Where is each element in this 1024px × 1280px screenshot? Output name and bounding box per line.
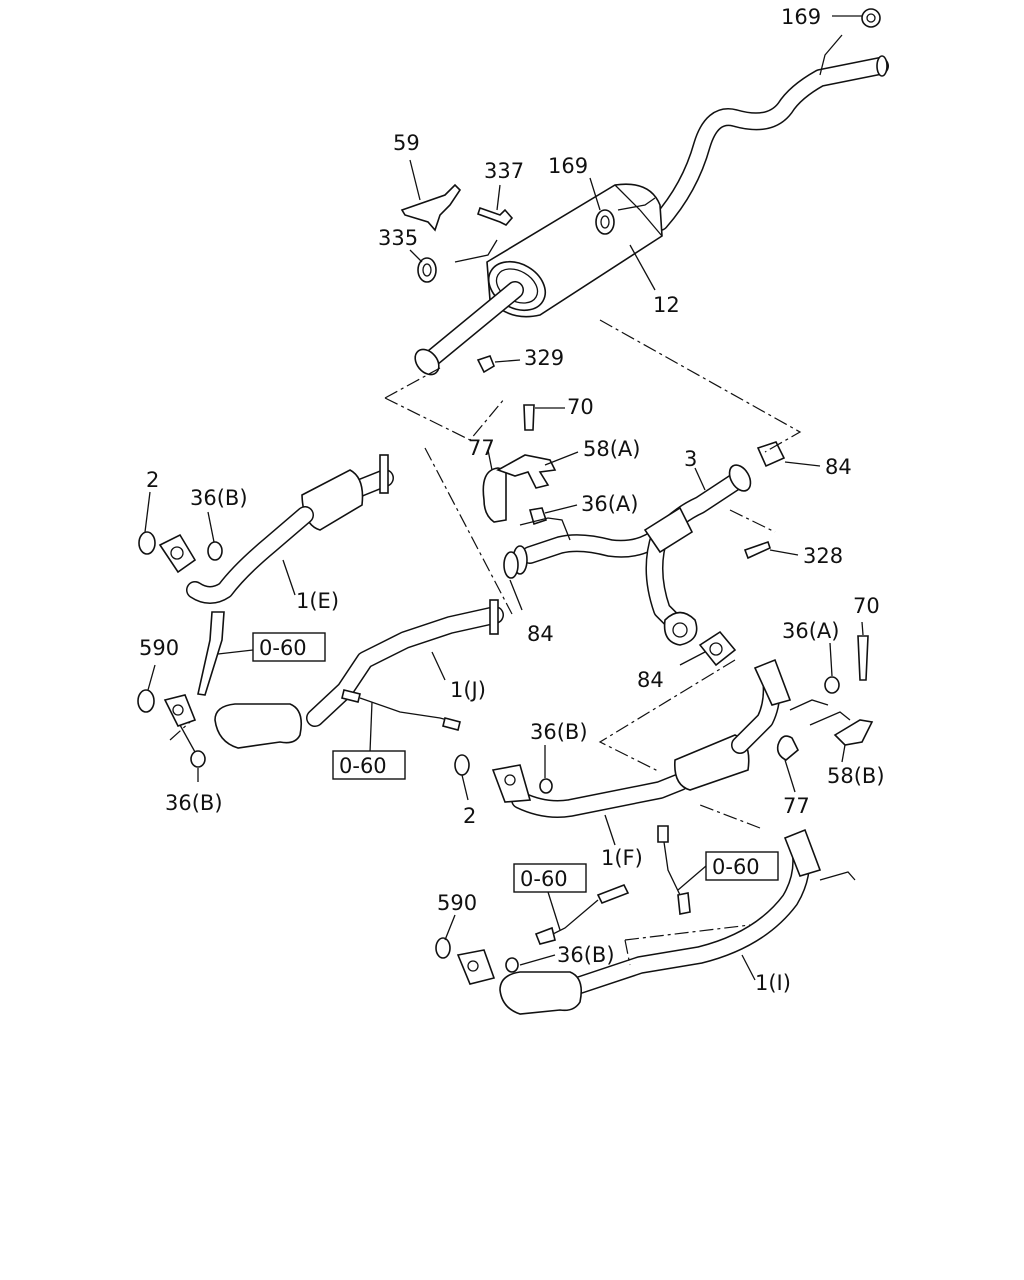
- callout-36a-right: 36(A): [782, 619, 839, 643]
- callout-59: 59: [393, 131, 420, 155]
- callout-1e: 1(E): [296, 589, 339, 613]
- ref-box-a: [252, 632, 326, 662]
- callout-77-right: 77: [783, 794, 810, 818]
- callout-36b-mid: 36(B): [530, 720, 588, 744]
- callout-36a-mid: 36(A): [581, 492, 638, 516]
- callout-70-top: 70: [567, 395, 594, 419]
- leader-lines: [144, 15, 864, 981]
- callout-060-a: 0-60: [259, 636, 307, 660]
- callout-060-c: 0-60: [520, 867, 568, 891]
- callout-2-mid: 2: [463, 804, 476, 828]
- callout-590-left: 590: [139, 636, 179, 660]
- callout-590-low: 590: [437, 891, 477, 915]
- pipe-1j-assembly: [137, 599, 504, 768]
- callout-328: 328: [803, 544, 843, 568]
- muffler-hardware: [400, 8, 881, 374]
- callout-329: 329: [524, 346, 564, 370]
- callout-36b-left: 36(B): [190, 486, 248, 510]
- callout-1j: 1(J): [450, 678, 486, 702]
- callout-58b: 58(B): [827, 764, 885, 788]
- callout-337: 337: [484, 159, 524, 183]
- callout-58a: 58(A): [583, 437, 640, 461]
- callout-70-right: 70: [853, 594, 880, 618]
- callout-77-top: 77: [468, 436, 495, 460]
- callout-2-left: 2: [146, 468, 159, 492]
- pipe-1e-assembly: [138, 454, 394, 604]
- callout-1i: 1(I): [755, 971, 791, 995]
- ref-box-b: [332, 750, 406, 780]
- front-pipe-assembly: [482, 404, 786, 667]
- pipe-1i-assembly: [435, 825, 856, 1015]
- callout-060-b: 0-60: [339, 754, 387, 778]
- callout-36b-lowleft: 36(B): [165, 791, 223, 815]
- callout-labels: 169 59 337 169 335 12 329 70 77 58(A) 3 …: [139, 5, 885, 995]
- ref-box-c: [513, 863, 587, 893]
- callout-169-top: 169: [781, 5, 821, 29]
- callout-84-low: 84: [637, 668, 664, 692]
- callout-335: 335: [378, 226, 418, 250]
- assembly-lines: [169, 319, 802, 966]
- callout-84-right: 84: [825, 455, 852, 479]
- callout-169-mid: 169: [548, 154, 588, 178]
- ref-box-d: [705, 851, 779, 881]
- muffler-assembly: [414, 34, 889, 376]
- pipe-1f-assembly: [454, 635, 874, 818]
- callout-12: 12: [653, 293, 680, 317]
- callout-1f: 1(F): [601, 846, 643, 870]
- callout-060-d: 0-60: [712, 855, 760, 879]
- callout-36b-low: 36(B): [557, 943, 615, 967]
- callout-3: 3: [684, 447, 697, 471]
- callout-84-mid: 84: [527, 622, 554, 646]
